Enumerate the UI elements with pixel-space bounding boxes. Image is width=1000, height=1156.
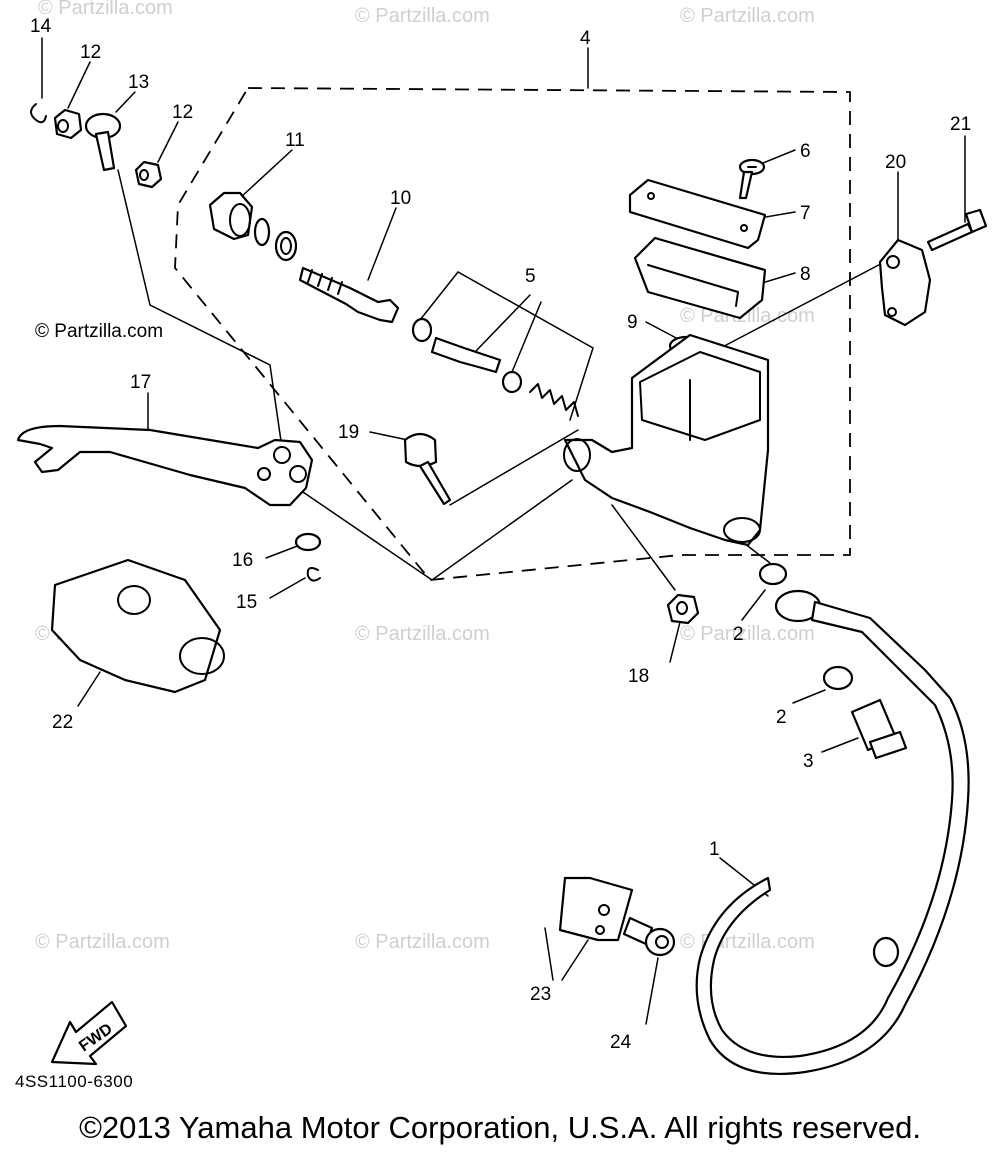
callout-9: 9 bbox=[627, 312, 638, 333]
pivot-bolt-13 bbox=[84, 112, 122, 172]
washer-16 bbox=[294, 532, 322, 552]
callout-7: 7 bbox=[800, 203, 811, 224]
callout-4: 4 bbox=[580, 28, 591, 49]
callout-18: 18 bbox=[628, 666, 649, 687]
callout-8: 8 bbox=[800, 264, 811, 285]
nut-12-lower bbox=[134, 160, 163, 189]
watermark-text: © Partzilla.com bbox=[680, 623, 815, 645]
callout-2: 2 bbox=[776, 707, 787, 728]
hose-clamp-23 bbox=[558, 876, 634, 942]
washer-ring bbox=[274, 230, 298, 262]
watermark-text: © Partzilla.com bbox=[38, 0, 173, 19]
reservoir-cap-7 bbox=[628, 178, 767, 250]
callout-1: 1 bbox=[709, 839, 720, 860]
master-cylinder-assembly-outline bbox=[174, 87, 851, 581]
watermark-text: © Partzilla.com bbox=[680, 5, 815, 27]
union-bolt-3 bbox=[850, 698, 908, 760]
callout-5: 5 bbox=[525, 266, 536, 287]
brake-lever-17 bbox=[16, 424, 314, 507]
screw-24 bbox=[622, 916, 676, 957]
callout-13: 13 bbox=[128, 72, 149, 93]
callout-23: 23 bbox=[530, 984, 551, 1005]
master-cylinder-body bbox=[563, 333, 770, 547]
watermark-text: © Partzilla.com bbox=[680, 931, 815, 953]
callout-11: 11 bbox=[285, 130, 305, 151]
circlip-ring bbox=[253, 217, 271, 247]
callout-17: 17 bbox=[130, 372, 151, 393]
watermark-text: © Partzilla.com bbox=[355, 931, 490, 953]
watermark-text: © Partzilla.com bbox=[355, 5, 490, 27]
circlip-14 bbox=[30, 103, 47, 124]
dust-boot-11 bbox=[208, 191, 254, 241]
nut-18 bbox=[666, 593, 700, 625]
callout-2: 2 bbox=[733, 624, 744, 645]
callout-16: 16 bbox=[232, 550, 253, 571]
copyright-notice: ©2013 Yamaha Motor Corporation, U.S.A. A… bbox=[79, 1110, 921, 1145]
lever-cover-22 bbox=[50, 558, 225, 694]
fwd-arrow-icon: FWD bbox=[50, 1000, 128, 1066]
callout-6: 6 bbox=[800, 141, 811, 162]
callout-14: 14 bbox=[30, 16, 52, 37]
callout-24: 24 bbox=[610, 1032, 632, 1053]
copper-washer-2-upper bbox=[758, 562, 788, 586]
brake-hose-1 bbox=[695, 589, 970, 1076]
piston-kit-5 bbox=[411, 317, 579, 417]
diaphragm-8 bbox=[633, 236, 767, 320]
callout-21: 21 bbox=[950, 114, 971, 135]
callout-20: 20 bbox=[885, 152, 906, 173]
bolt-19 bbox=[403, 432, 452, 506]
copper-washer-2-lower bbox=[822, 665, 854, 691]
watermark-text: © Partzilla.com bbox=[355, 623, 490, 645]
callout-12: 12 bbox=[172, 102, 193, 123]
diagram-code: 4SS1100-6300 bbox=[15, 1072, 134, 1091]
callout-12: 12 bbox=[80, 42, 101, 63]
push-rod-10 bbox=[298, 266, 400, 324]
callout-10: 10 bbox=[390, 188, 411, 209]
clamp-holder-20 bbox=[878, 238, 932, 327]
callout-3: 3 bbox=[803, 751, 814, 772]
bolt-21 bbox=[926, 208, 988, 252]
callout-22: 22 bbox=[52, 712, 73, 733]
callout-15: 15 bbox=[236, 592, 257, 613]
callout-19: 19 bbox=[338, 422, 359, 443]
watermark-text: © Partzilla.com bbox=[35, 931, 170, 953]
leader-lines bbox=[41, 37, 966, 1025]
nut-12-upper bbox=[53, 108, 83, 140]
callout-numbers: 4 14 12 13 12 11 10 6 7 8 5 9 20 21 17 1… bbox=[30, 16, 971, 1053]
circlip-15 bbox=[306, 567, 321, 582]
watermark-dark: © Partzilla.com bbox=[35, 321, 163, 342]
cap-screw-6 bbox=[738, 158, 766, 200]
